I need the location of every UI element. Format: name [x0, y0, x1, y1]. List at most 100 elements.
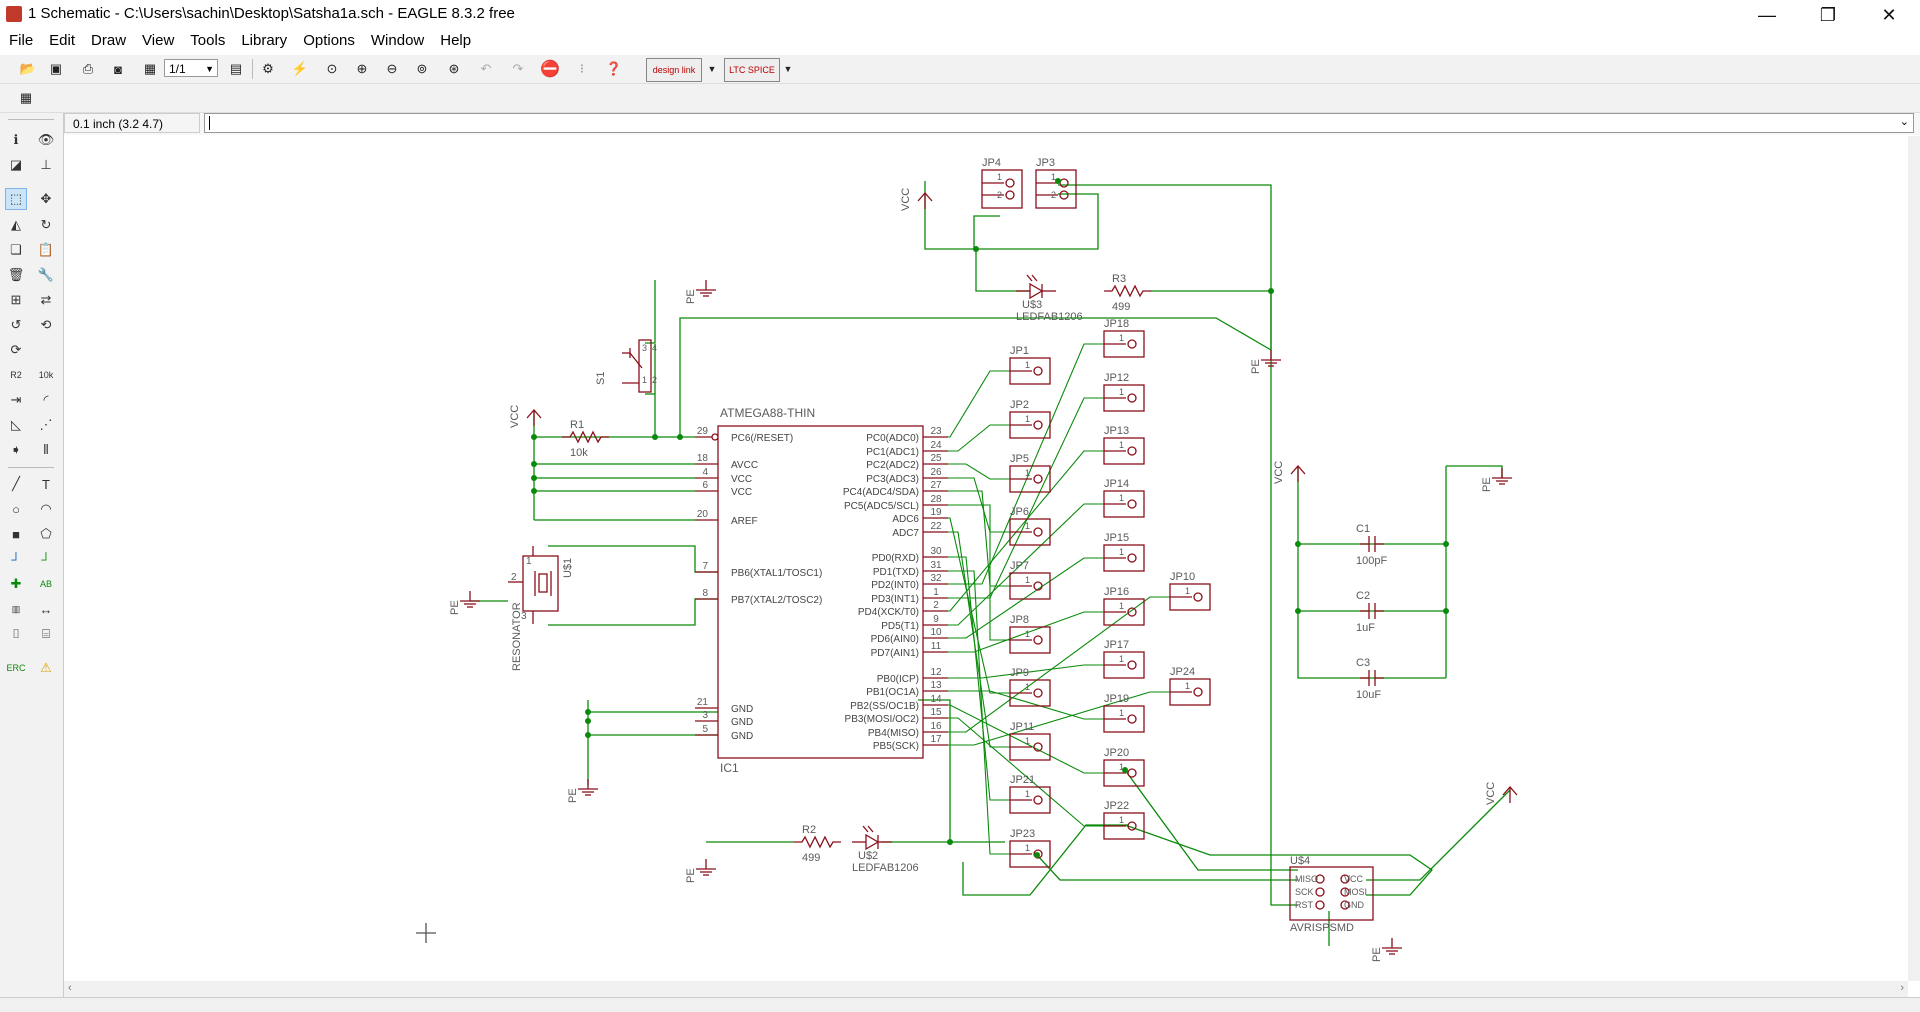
- close-button[interactable]: ✕: [1881, 4, 1897, 25]
- resonator-symbol[interactable]: [522, 555, 559, 612]
- command-input[interactable]: ⌄: [204, 113, 1914, 133]
- module-icon[interactable]: ⌸: [42, 626, 50, 641]
- invoke-icon[interactable]: ↺: [10, 317, 22, 332]
- minimize-button[interactable]: —: [1758, 4, 1776, 25]
- scroll-left-icon[interactable]: ‹: [68, 982, 72, 994]
- restore-button[interactable]: ❐: [1819, 4, 1837, 25]
- menu-tools[interactable]: Tools: [190, 32, 226, 49]
- frame-icon[interactable]: ⌷: [12, 626, 20, 641]
- led-u2[interactable]: [865, 833, 880, 851]
- arc-icon[interactable]: ◠: [40, 501, 52, 516]
- resistor-r2[interactable]: [794, 835, 841, 849]
- erc-icon[interactable]: ERC: [6, 663, 26, 673]
- text-icon[interactable]: T: [42, 476, 50, 492]
- vertical-scrollbar[interactable]: [1908, 136, 1920, 981]
- copy-icon[interactable]: ❏: [10, 242, 22, 257]
- stop-icon[interactable]: ⛔: [540, 61, 560, 78]
- slice-icon[interactable]: ➧: [10, 442, 22, 457]
- mark-icon[interactable]: ⊥: [40, 157, 52, 172]
- led-u3[interactable]: [1029, 282, 1044, 300]
- name-icon[interactable]: R2: [10, 370, 22, 380]
- ltspice-button[interactable]: LTC SPICE: [724, 58, 780, 82]
- bus-split-icon[interactable]: ⫴: [43, 442, 49, 457]
- help-icon[interactable]: ❓: [605, 61, 623, 76]
- status-bar: [0, 997, 1920, 1012]
- resistor-r1[interactable]: [562, 430, 609, 444]
- circle-icon[interactable]: ○: [12, 501, 20, 517]
- polygon-icon[interactable]: ⬠: [40, 526, 52, 541]
- save-icon[interactable]: ▣: [49, 61, 63, 76]
- jumper-jp3[interactable]: [1035, 169, 1077, 209]
- mcu-symbol[interactable]: [717, 425, 924, 759]
- redo-icon[interactable]: ↷: [512, 61, 524, 76]
- jumper-pin-number: 1: [997, 172, 1002, 182]
- zoom-fit-icon[interactable]: ⊙: [326, 61, 338, 76]
- change-icon[interactable]: 🔧: [37, 267, 55, 282]
- mcu-pin-label: PD6(AIN0): [871, 634, 919, 645]
- menu-file[interactable]: File: [9, 32, 34, 49]
- switch-s1[interactable]: [638, 339, 652, 393]
- ltspice-dropdown-icon[interactable]: ▼: [783, 64, 793, 74]
- miter-icon[interactable]: ◜: [43, 392, 49, 407]
- net-icon[interactable]: ┘: [41, 551, 51, 567]
- dimension-icon[interactable]: ↔: [39, 601, 53, 617]
- pinswap-icon[interactable]: ⟲: [40, 317, 52, 332]
- junction-icon[interactable]: ✚: [10, 576, 22, 591]
- split-icon[interactable]: ◺: [11, 417, 21, 432]
- open-icon[interactable]: 📂: [19, 61, 37, 76]
- ulp-icon[interactable]: ⚡: [291, 61, 309, 76]
- label-icon[interactable]: AB: [39, 579, 52, 589]
- value-icon[interactable]: 10k: [38, 370, 54, 380]
- command-history-dropdown-icon[interactable]: ⌄: [1899, 116, 1909, 128]
- menu-window[interactable]: Window: [370, 32, 425, 49]
- menu-edit[interactable]: Edit: [49, 32, 76, 49]
- horizontal-scrollbar[interactable]: ‹›: [64, 981, 1908, 997]
- smash-icon[interactable]: ⇥: [10, 392, 22, 407]
- script-icon[interactable]: ⚙: [262, 61, 274, 76]
- jumper-jp4[interactable]: [981, 169, 1023, 209]
- board-switch-icon[interactable]: ▦: [143, 61, 157, 76]
- go-icon[interactable]: ⁝: [579, 61, 585, 76]
- select-icon[interactable]: ⬚: [5, 188, 27, 210]
- designlink-button[interactable]: design link: [646, 58, 702, 82]
- gateswap-icon[interactable]: ⟳: [10, 342, 22, 357]
- undo-icon[interactable]: ↶: [480, 61, 492, 76]
- zoom-in-icon[interactable]: ⊕: [356, 61, 368, 76]
- scroll-right-icon[interactable]: ›: [1900, 982, 1904, 994]
- mirror-icon[interactable]: ◭: [11, 217, 21, 232]
- paste-icon[interactable]: 📋: [37, 242, 55, 257]
- errors-icon[interactable]: ⚠: [40, 660, 52, 675]
- led-value: LEDFAB1206: [1016, 311, 1083, 323]
- grid-icon[interactable]: ▦: [19, 90, 33, 105]
- print-icon[interactable]: ⎙: [82, 61, 94, 76]
- add-part-icon[interactable]: ⊞: [10, 292, 22, 307]
- replace-icon[interactable]: ⇄: [40, 292, 52, 307]
- layer-icon[interactable]: ◪: [9, 157, 23, 172]
- rectangle-icon[interactable]: ■: [12, 526, 20, 542]
- menu-view[interactable]: View: [142, 32, 175, 49]
- isp-header[interactable]: [1289, 866, 1374, 921]
- bus-icon[interactable]: ┘: [11, 551, 21, 567]
- schematic-drawing[interactable]: ATMEGA88-THINIC129PC6(/RESET)18AVCC4VCC6…: [64, 136, 1908, 981]
- menu-help[interactable]: Help: [440, 32, 472, 49]
- menu-draw[interactable]: Draw: [91, 32, 127, 49]
- resistor-r3[interactable]: [1104, 284, 1151, 298]
- info-icon[interactable]: ℹ: [13, 132, 19, 147]
- sheet-select[interactable]: 1/1▼: [164, 59, 218, 77]
- rotate-icon[interactable]: ↻: [40, 217, 52, 232]
- menu-library[interactable]: Library: [241, 32, 288, 49]
- designlink-dropdown-icon[interactable]: ▼: [707, 64, 717, 74]
- sheets-icon[interactable]: ▤: [229, 61, 243, 76]
- optimize-icon[interactable]: ⋰: [39, 417, 53, 432]
- delete-icon[interactable]: 🗑: [7, 267, 25, 282]
- zoom-redraw-icon[interactable]: ⊚: [416, 61, 428, 76]
- cam-icon[interactable]: ◙: [114, 61, 122, 77]
- show-icon[interactable]: 👁: [37, 132, 55, 147]
- line-icon[interactable]: ╱: [12, 476, 20, 491]
- zoom-out-icon[interactable]: ⊖: [386, 61, 398, 76]
- attribute-icon[interactable]: ▥: [11, 603, 21, 614]
- zoom-select-icon[interactable]: ⊛: [448, 61, 460, 76]
- move-icon[interactable]: ✥: [40, 191, 52, 206]
- menu-options[interactable]: Options: [303, 32, 355, 49]
